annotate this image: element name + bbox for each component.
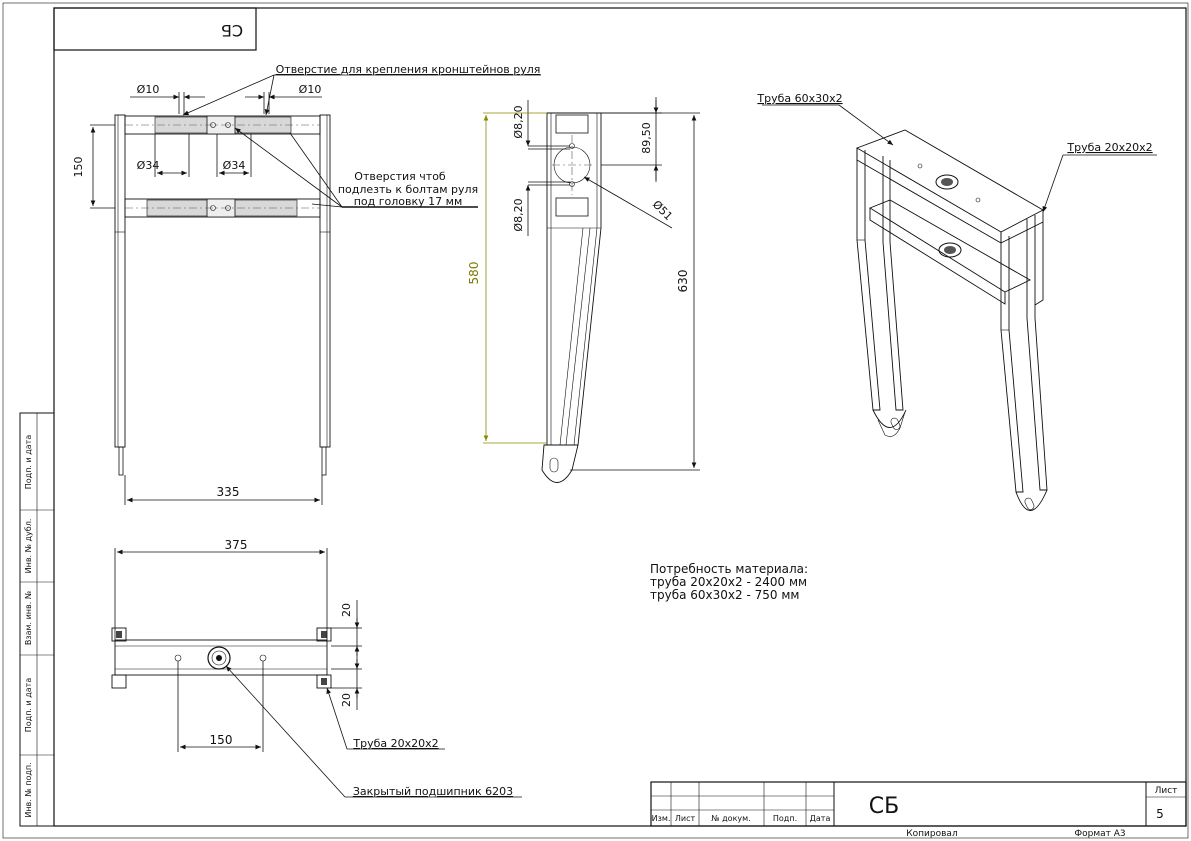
- side-strip-label-5: Инв. № подп.: [24, 762, 33, 817]
- dim-580: 580: [467, 262, 481, 285]
- dim-d34-left: Ø34: [137, 159, 160, 172]
- title-designation: СБ: [869, 794, 899, 819]
- dim-d10-left: Ø10: [137, 83, 160, 96]
- side-strip-label-2: Инв. № дубл.: [24, 519, 33, 574]
- side-strip-label-1: Подп. и дата: [24, 435, 33, 490]
- callout-bearing: Закрытый подшипник 6203: [353, 785, 513, 798]
- dim-d10-right: Ø10: [299, 83, 322, 96]
- title-sheet-label: Лист: [1155, 786, 1178, 796]
- top-stamp-text: СБ: [221, 21, 243, 40]
- title-col-izm: Изм.: [652, 814, 671, 823]
- side-view: Ø8,20 Ø8,20 89,50 Ø51 580 630: [467, 97, 700, 483]
- dim-d34-right: Ø34: [223, 159, 246, 172]
- front-view: 150 Ø10 Ø10 Ø34 Ø34 335 Отверстие для кр…: [72, 63, 541, 505]
- side-strip: Подп. и дата Инв. № дубл. Взам. инв. № П…: [19, 412, 55, 827]
- top-view: 375 20 20 150 Труба 20х20х2 Закрытый под…: [111, 538, 522, 798]
- materials-line-2: труба 60х30х2 - 750 мм: [650, 588, 799, 602]
- dim-d820-bottom: Ø8,20: [512, 198, 525, 231]
- callout-bolt-holes-2: подлезть к болтам руля: [338, 183, 478, 196]
- callout-tube-60x30: Труба 60х30х2: [756, 92, 842, 105]
- side-strip-label-3: Взам. инв. №: [24, 590, 33, 645]
- title-col-date: Дата: [810, 814, 831, 823]
- dim-150-top: 150: [210, 733, 233, 747]
- dim-630: 630: [676, 270, 690, 293]
- title-copied: Копировал: [906, 829, 957, 839]
- callout-bolt-holes-1: Отверстия чтоб: [354, 170, 446, 183]
- title-block: Изм. Лист № докум. Подп. Дата СБ Лист 5 …: [650, 781, 1187, 839]
- side-strip-label-4: Подп. и дата: [24, 678, 33, 733]
- callout-tube-20x20-top: Труба 20х20х2: [352, 737, 438, 750]
- dim-150-front: 150: [72, 157, 85, 178]
- top-stamp: СБ: [53, 7, 257, 51]
- title-col-sign: Подп.: [773, 814, 797, 823]
- dim-8950: 89,50: [640, 122, 653, 154]
- materials-line-1: труба 20х20х2 - 2400 мм: [650, 575, 807, 589]
- dim-d51: Ø51: [650, 198, 675, 223]
- callout-bolt-holes-3: под головку 17 мм: [354, 195, 463, 208]
- materials-note: Потребность материала: труба 20х20х2 - 2…: [650, 562, 808, 602]
- dim-335: 335: [217, 485, 240, 499]
- title-col-list: Лист: [675, 814, 696, 823]
- dim-375: 375: [225, 538, 248, 552]
- materials-heading: Потребность материала:: [650, 562, 808, 576]
- title-col-doc: № докум.: [711, 814, 750, 823]
- title-sheet-number: 5: [1156, 807, 1164, 821]
- dim-d820-top: Ø8,20: [512, 105, 525, 138]
- callout-tube-20x20-iso: Труба 20х20х2: [1066, 141, 1152, 154]
- iso-view: Труба 60х30х2 Труба 20х20х2: [756, 92, 1157, 511]
- dim-20-top: 20: [340, 603, 353, 617]
- title-format: Формат А3: [1074, 829, 1125, 839]
- callout-bracket-hole: Отверстие для крепления кронштейнов руля: [276, 63, 541, 76]
- dim-20-bottom: 20: [340, 693, 353, 707]
